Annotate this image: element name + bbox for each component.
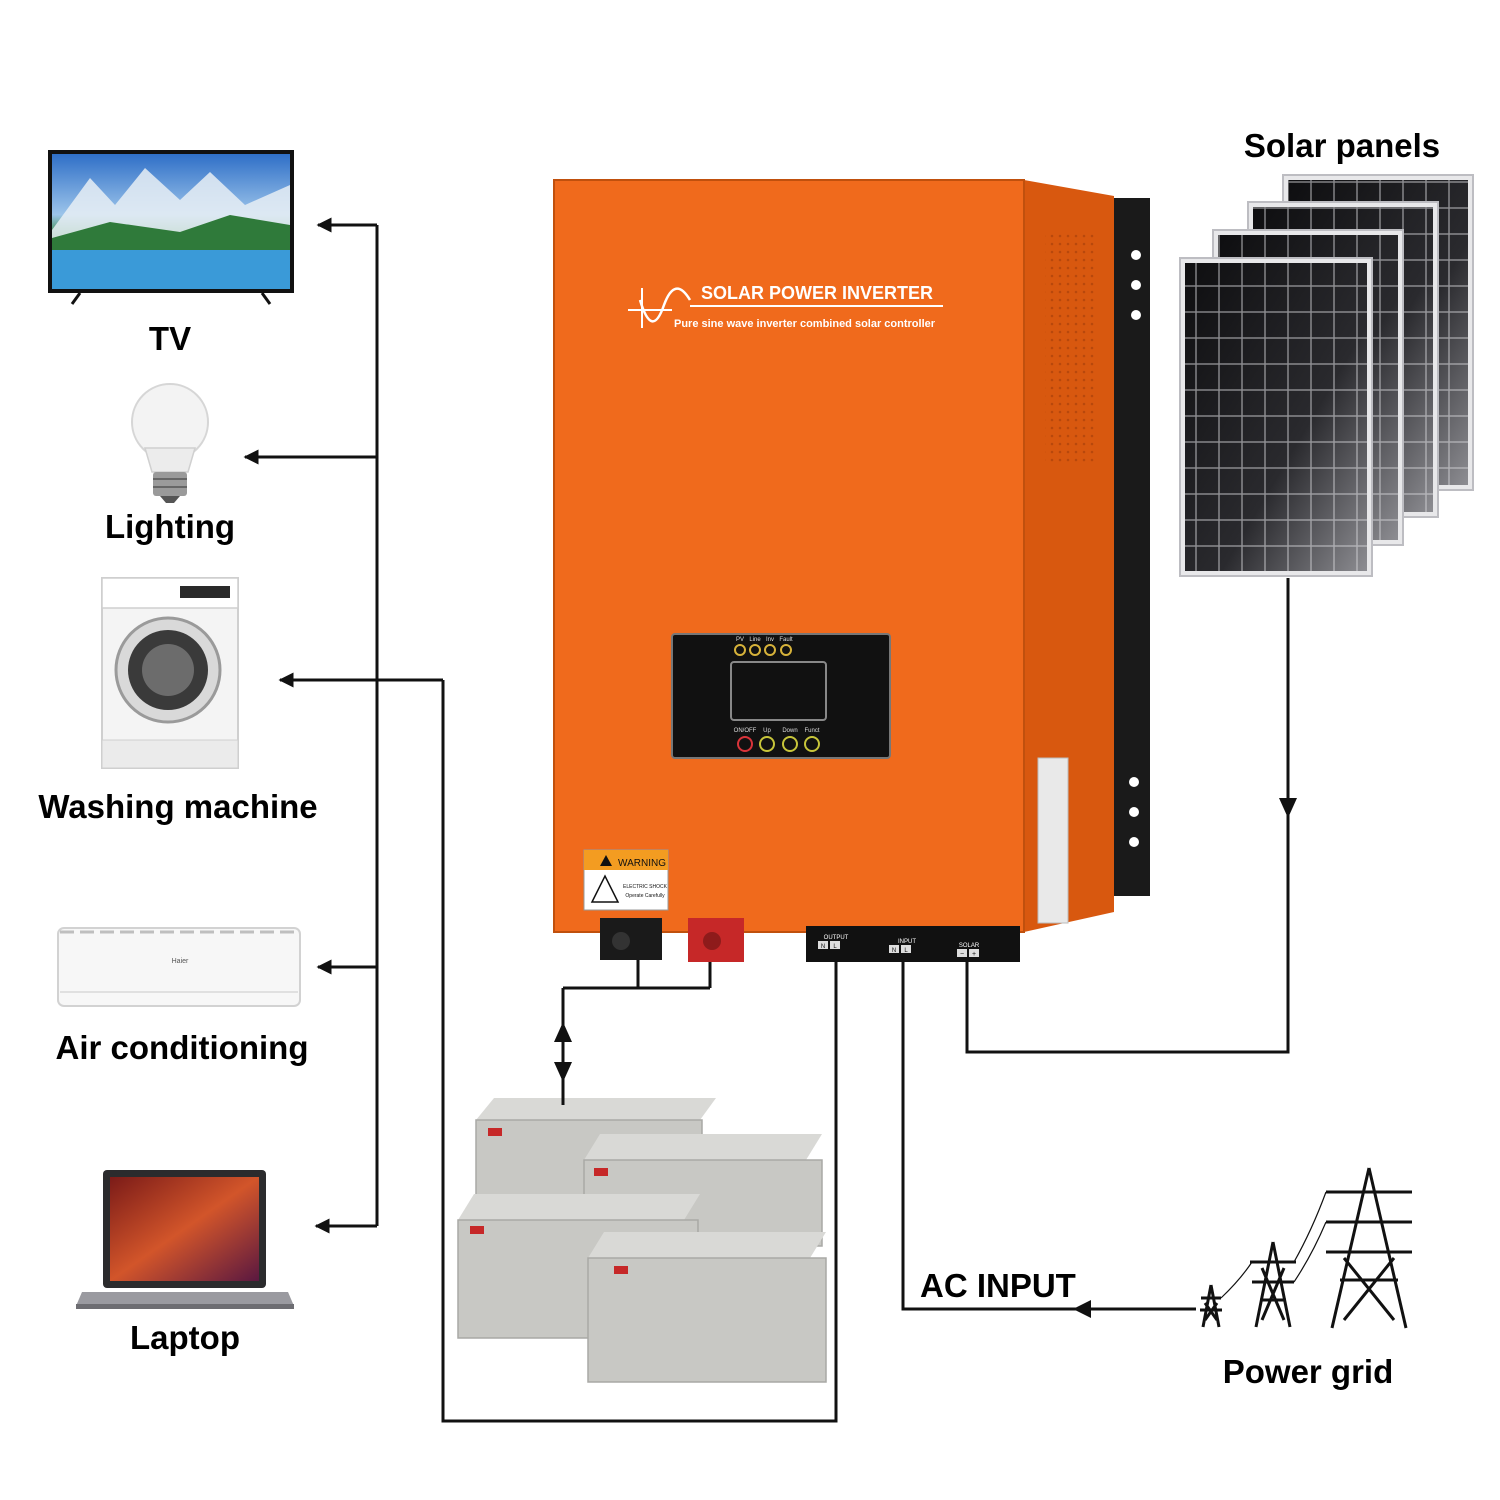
- terminal-block: [806, 926, 1020, 962]
- up-button-icon[interactable]: [759, 736, 775, 752]
- output-n-label: N: [821, 944, 825, 950]
- lighting-label: Lighting: [105, 508, 235, 545]
- solar-panel: [1179, 257, 1373, 577]
- indicator-inv-led: [764, 644, 776, 656]
- power-grid-image: [1200, 1167, 1412, 1329]
- laptop-image: [76, 1170, 294, 1309]
- warning-line2: Operate Carefully: [625, 893, 665, 899]
- indicator-pv-led: [734, 644, 746, 656]
- terminal-solar-label: SOLAR: [959, 943, 980, 949]
- indicator-fault-label: Fault: [779, 637, 793, 643]
- inverter-subtitle: Pure sine wave inverter combined solar c…: [674, 318, 936, 330]
- tv-label: TV: [149, 320, 191, 357]
- warning-line1: ELECTRIC SHOCK: [623, 884, 668, 890]
- solar-plus-label: +: [972, 951, 976, 958]
- ac-input-label: AC INPUT: [920, 1267, 1076, 1304]
- lcd-display: [730, 661, 827, 721]
- battery: [587, 1232, 827, 1383]
- button-onoff-label: ON/OFF: [734, 728, 757, 734]
- battery-bank-image: [457, 1098, 827, 1383]
- washing-machine-label: Washing machine: [38, 788, 317, 825]
- button-up-label: Up: [763, 728, 771, 734]
- indicator-line-label: Line: [749, 637, 761, 643]
- button-funct-label: Funct: [804, 728, 819, 734]
- air-conditioning-label: Air conditioning: [56, 1029, 309, 1066]
- battery-negative-terminal: [600, 918, 662, 960]
- laptop-label: Laptop: [130, 1319, 240, 1356]
- solar-panels-label: Solar panels: [1244, 127, 1440, 164]
- light-bulb-image: [131, 383, 209, 503]
- output-bus-wires: [243, 217, 838, 1423]
- solar-panels-image: [1179, 174, 1474, 577]
- indicator-fault-led: [780, 644, 792, 656]
- washing-machine-image: [101, 577, 239, 769]
- ac-brand-label: Haier: [172, 958, 189, 965]
- ac-input-wire: [901, 962, 1196, 1318]
- indicator-line-led: [749, 644, 761, 656]
- warning-title: WARNING: [618, 858, 666, 869]
- electric-shock-icon: [590, 874, 620, 903]
- solar-input-wire: [965, 578, 1297, 1054]
- solar-inverter: SOLAR POWER INVERTER Pure sine wave inve…: [553, 179, 1150, 962]
- battery-wire: [554, 960, 712, 1105]
- output-l-label: L: [833, 944, 837, 950]
- function-button-icon[interactable]: [804, 736, 820, 752]
- tv-image: [48, 150, 294, 305]
- solar-minus-label: −: [960, 951, 964, 958]
- inverter-title: SOLAR POWER INVERTER: [701, 283, 933, 303]
- indicator-inv-label: Inv: [766, 637, 774, 643]
- power-button-icon[interactable]: [737, 736, 753, 752]
- input-l-label: L: [904, 948, 908, 954]
- power-grid-label: Power grid: [1223, 1353, 1394, 1390]
- warning-triangle-icon: [600, 855, 612, 866]
- terminal-output-label: OUTPUT: [824, 935, 849, 941]
- input-n-label: N: [892, 948, 896, 954]
- indicator-pv-label: PV: [736, 637, 744, 643]
- down-button-icon[interactable]: [782, 736, 798, 752]
- air-conditioner-image: Haier: [57, 927, 301, 1007]
- terminal-input-label: INPUT: [898, 939, 916, 945]
- button-down-label: Down: [782, 728, 797, 734]
